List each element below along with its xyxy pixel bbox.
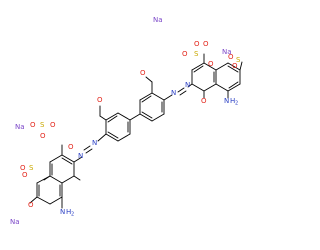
nitrogen-atom: N (185, 81, 190, 89)
oxygen-atom: O (194, 40, 200, 48)
nitrogen-atom: N (224, 97, 229, 105)
hydrogen-count: 2 (235, 101, 238, 107)
molecule-diagram: Na Na Na Na O S O O O S O O O N H 2 N N … (10, 16, 243, 226)
oxygen-atom: O (228, 53, 234, 61)
left-amine: N H 2 (60, 208, 74, 218)
oxygen-atom: O (30, 121, 36, 129)
sulfur-atom: S (29, 164, 34, 172)
hydrogen-count: 2 (71, 212, 74, 218)
right-amine: N H 2 (224, 97, 238, 107)
right-ketone-oxygen: O (201, 97, 207, 105)
nitrogen-atom: N (92, 139, 97, 147)
oxygen-atom: O (50, 121, 56, 129)
sulfur-atom: S (40, 121, 45, 129)
right-methoxy-oxygen: O (140, 69, 146, 77)
nitrogen-atom: N (78, 152, 83, 160)
sodium-ion-top-left: Na (153, 16, 163, 24)
nitrogen-atom: N (60, 208, 65, 216)
sodium-ion-top-right: Na (222, 48, 232, 56)
bond-lines (29, 53, 243, 209)
oxygen-atom: O (232, 62, 238, 70)
left-methoxy-oxygen: O (97, 96, 103, 104)
right-sulfonate-a: O S O O (182, 40, 209, 58)
left-sulfonate-b: O S O O (20, 164, 34, 209)
left-azo-group: N N (78, 139, 97, 160)
right-azo-group: N N (171, 81, 190, 97)
sodium-ion-left: Na (15, 123, 25, 131)
left-ketone-oxygen: O (68, 143, 74, 151)
nitrogen-atom: N (171, 89, 176, 97)
oxygen-anion: O (208, 60, 214, 68)
oxygen-anion: O (40, 132, 46, 140)
sulfur-atom: S (194, 50, 199, 58)
sodium-ion-bottom-left: Na (10, 218, 20, 226)
hydrogen-atom: H (66, 208, 71, 216)
sulfur-atom: S (236, 56, 241, 64)
oxygen-anion: O (203, 40, 209, 48)
oxygen-anion: O (20, 164, 26, 172)
oxygen-atom: O (22, 171, 28, 179)
oxygen-atom: O (182, 50, 188, 58)
hydrogen-atom: H (230, 97, 235, 105)
left-sulfonate-a: O S O O (30, 121, 56, 140)
oxygen-atom: O (28, 201, 34, 209)
right-sulfonate-b: O S O O (208, 53, 241, 70)
chemical-structure-canvas: Na Na Na Na O S O O O S O O O N H 2 N N … (10, 16, 243, 226)
